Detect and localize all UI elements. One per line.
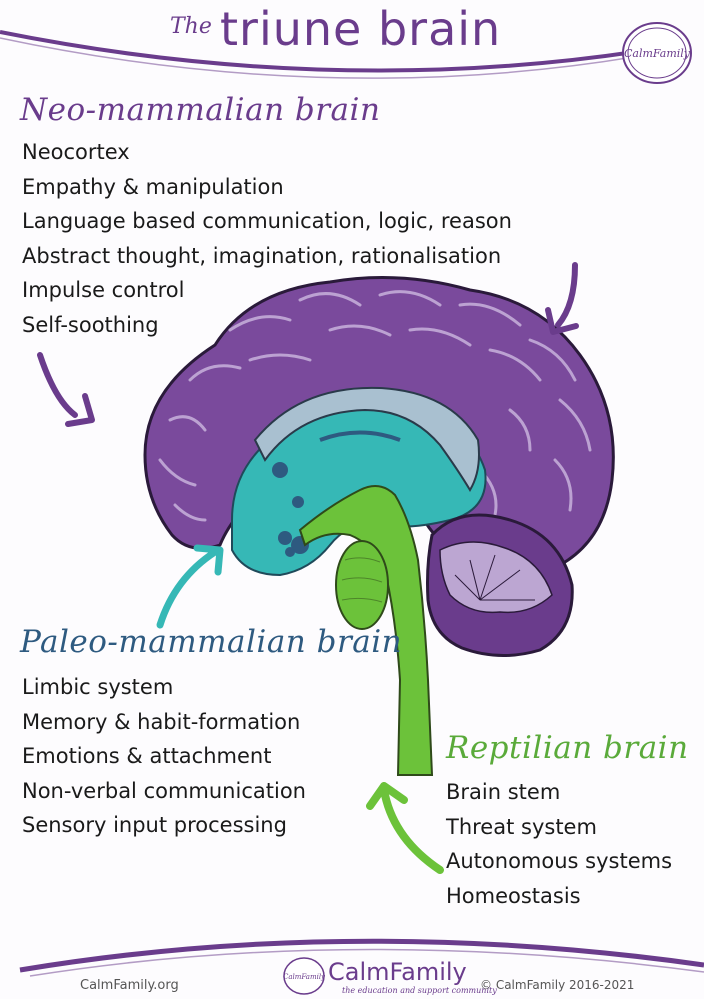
page-title: triune brain xyxy=(220,2,502,56)
footer-badge-text: CalmFamily xyxy=(283,973,326,981)
list-item: Emotions & attachment xyxy=(22,744,272,768)
badge-text: CalmFamily xyxy=(624,47,691,60)
footer-curve xyxy=(19,938,704,977)
list-item: Sensory input processing xyxy=(22,813,287,837)
pons-shape xyxy=(335,540,389,630)
amygdala-shapes xyxy=(272,462,309,557)
corpus-callosum-shape xyxy=(253,386,480,492)
list-item: Memory & habit-formation xyxy=(22,709,301,734)
paleo-mammalian-list: Limbic system Memory & habit-formation E… xyxy=(22,670,306,843)
footer-logo-badge: CalmFamily xyxy=(283,957,326,995)
list-item: Empathy & manipulation xyxy=(22,174,284,199)
list-item: Homeostasis xyxy=(446,883,581,908)
list-item: Language based communication, logic, rea… xyxy=(22,209,512,233)
reptilian-heading: Reptilian brain xyxy=(446,730,689,766)
cerebellum-branches xyxy=(454,554,535,601)
footer-tagline: the education and support community xyxy=(342,986,497,995)
brainstem-shape xyxy=(298,485,434,776)
list-item: Non-verbal communication xyxy=(22,778,306,803)
list-item: Limbic system xyxy=(22,675,174,699)
list-item: Autonomous systems xyxy=(446,849,673,873)
list-item: Self-soothing xyxy=(22,312,159,337)
list-item: Impulse control xyxy=(22,278,185,302)
list-item: Threat system xyxy=(446,814,597,839)
footer-brand: CalmFamily xyxy=(328,958,467,986)
arrow-reptilian xyxy=(366,782,444,874)
neo-mammalian-heading: Neo-mammalian brain xyxy=(20,92,381,128)
neo-mammalian-list: Neocortex Empathy & manipulation Languag… xyxy=(22,135,512,342)
calmfamily-badge: CalmFamily xyxy=(622,22,692,84)
footer-copyright: © CalmFamily 2016-2021 xyxy=(480,978,635,992)
arrow-neo-left xyxy=(37,352,95,427)
list-item: Abstract thought, imagination, rationali… xyxy=(22,243,502,268)
list-item: Neocortex xyxy=(22,140,130,164)
paleo-mammalian-heading: Paleo-mammalian brain xyxy=(20,624,403,660)
arrow-paleo xyxy=(156,544,224,629)
list-item: Brain stem xyxy=(446,780,561,804)
reptilian-list: Brain stem Threat system Autonomous syst… xyxy=(446,775,672,913)
arrow-neo-right xyxy=(545,262,579,335)
header-curve xyxy=(0,30,661,79)
title-prefix: The xyxy=(170,14,212,39)
footer-website[interactable]: CalmFamily.org xyxy=(80,978,179,993)
